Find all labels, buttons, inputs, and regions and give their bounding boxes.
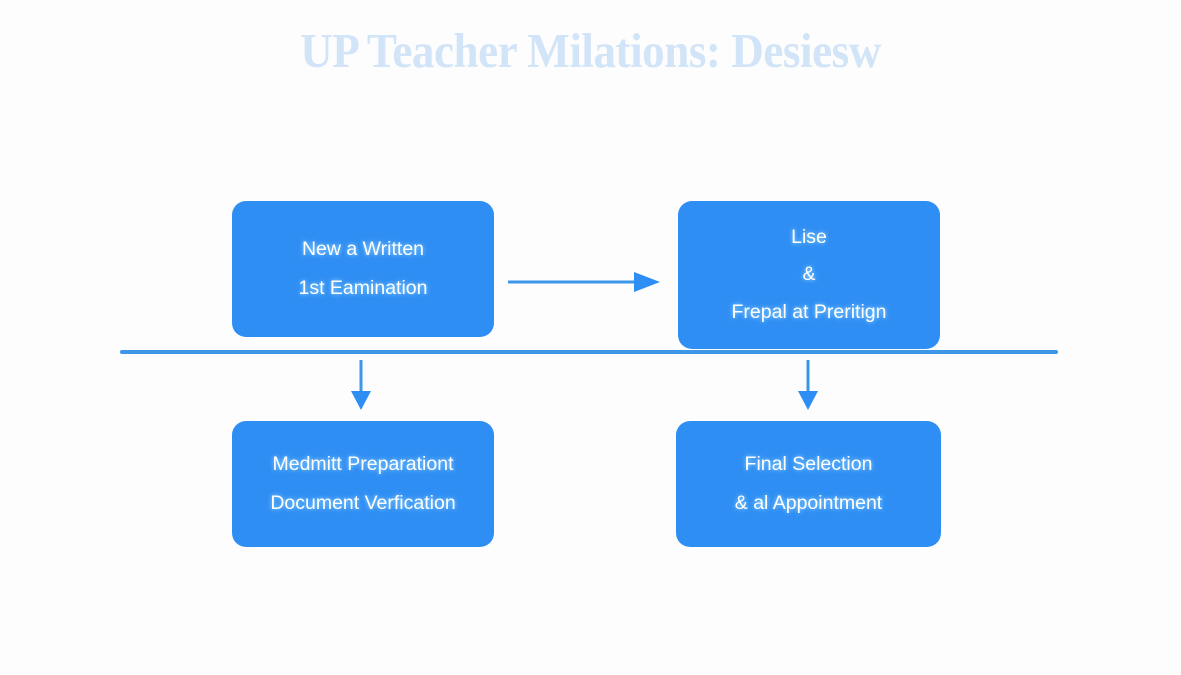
flow-node-line: 1st Eamination xyxy=(298,277,428,299)
flow-node-line: Lise xyxy=(791,225,827,248)
flow-node-line: New a Written xyxy=(301,237,425,260)
flow-node-line: & al Appointment xyxy=(734,492,883,514)
arrow-down-right-icon xyxy=(798,360,818,410)
flow-node-final-selection[interactable]: Final Selection & al Appointment xyxy=(676,421,941,547)
flow-node-written-exam[interactable]: New a Written 1st Eamination xyxy=(232,201,494,337)
flow-node-line: & xyxy=(802,263,816,286)
flow-node-document-verification[interactable]: Medmitt Preparationt Document Verficatio… xyxy=(232,421,494,547)
flow-node-list-preparation[interactable]: Lise & Frepal at Preritign xyxy=(678,201,940,349)
page-title: UP Teacher Milations: Desiesw xyxy=(300,23,881,78)
flow-node-line: Document Verfication xyxy=(270,492,456,514)
flow-node-line: Final Selection xyxy=(744,452,873,475)
horizontal-rule-connector xyxy=(120,350,1058,354)
arrow-down-left-icon xyxy=(351,360,371,410)
flow-node-line: Frepal at Preritign xyxy=(731,300,887,323)
arrow-right-icon xyxy=(508,272,660,292)
flow-node-line: Medmitt Preparationt xyxy=(272,452,454,475)
